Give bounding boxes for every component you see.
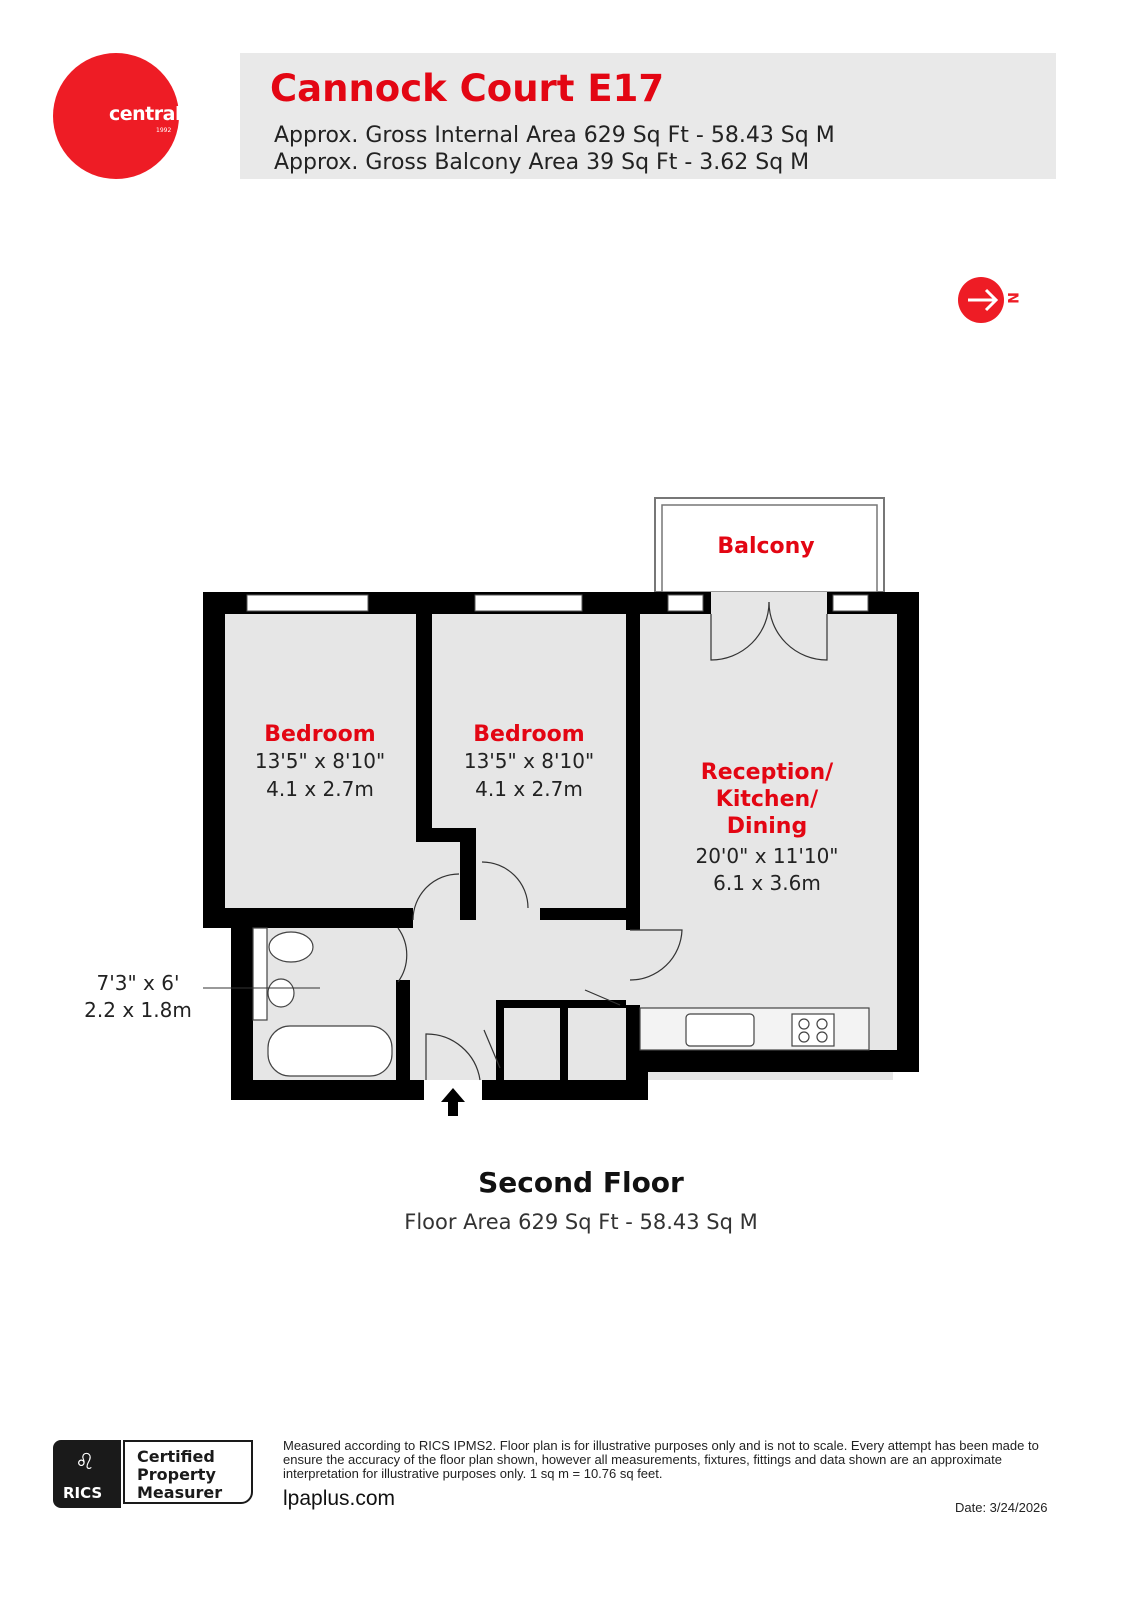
cert-line: Measurer (137, 1483, 223, 1502)
reception-label-1: Reception/ (701, 760, 834, 785)
balcony-label: Balcony (717, 534, 814, 559)
bedroom-1-label: Bedroom (264, 722, 375, 747)
logo-brand: central (109, 103, 181, 125)
doors (397, 601, 828, 1081)
bedroom-1-imperial: 13'5" x 8'10" (255, 749, 385, 773)
reception-imperial: 20'0" x 11'10" (695, 844, 838, 868)
reception-label-3: Dining (727, 814, 807, 839)
bedroom-2-metric: 4.1 x 2.7m (475, 777, 583, 801)
bedroom-2-imperial: 13'5" x 8'10" (464, 749, 594, 773)
property-title: Cannock Court E17 (270, 67, 665, 110)
floor-area: Floor Area 629 Sq Ft - 58.43 Sq M (404, 1210, 758, 1234)
fixtures (252, 927, 870, 1077)
bathroom-imperial: 7'3" x 6' (97, 971, 180, 995)
balcony-area: Approx. Gross Balcony Area 39 Sq Ft - 3.… (274, 150, 810, 175)
internal-area: Approx. Gross Internal Area 629 Sq Ft - … (274, 123, 835, 148)
rics-lion-icon: ♌ (75, 1450, 95, 1475)
bedroom-2-label: Bedroom (473, 722, 584, 747)
rics-badge: ♌ RICS Certified Property Measurer (53, 1440, 257, 1508)
reception-label-2: Kitchen/ (716, 787, 819, 812)
cert-line: Property (137, 1465, 216, 1484)
north-arrow-icon (958, 277, 1004, 323)
reception-metric: 6.1 x 3.6m (713, 871, 821, 895)
disclaimer: Measured according to RICS IPMS2. Floor … (283, 1438, 1039, 1481)
logo-year: 1992 (156, 127, 172, 134)
header-panel: Cannock Court E17 Approx. Gross Internal… (240, 53, 1056, 179)
bathroom-metric: 2.2 x 1.8m (84, 998, 192, 1022)
cert-line: Certified (137, 1447, 215, 1466)
plan-date: Date: 3/24/2026 (955, 1500, 1048, 1515)
entrance-arrow-icon (441, 1088, 465, 1116)
rics-label: RICS (63, 1484, 103, 1502)
central-logo: central 1992 (53, 53, 181, 179)
floor-title: Second Floor (478, 1166, 684, 1199)
balcony (654, 497, 885, 593)
website-link[interactable]: lpaplus.com (283, 1487, 396, 1510)
bedroom-1-metric: 4.1 x 2.7m (266, 777, 374, 801)
